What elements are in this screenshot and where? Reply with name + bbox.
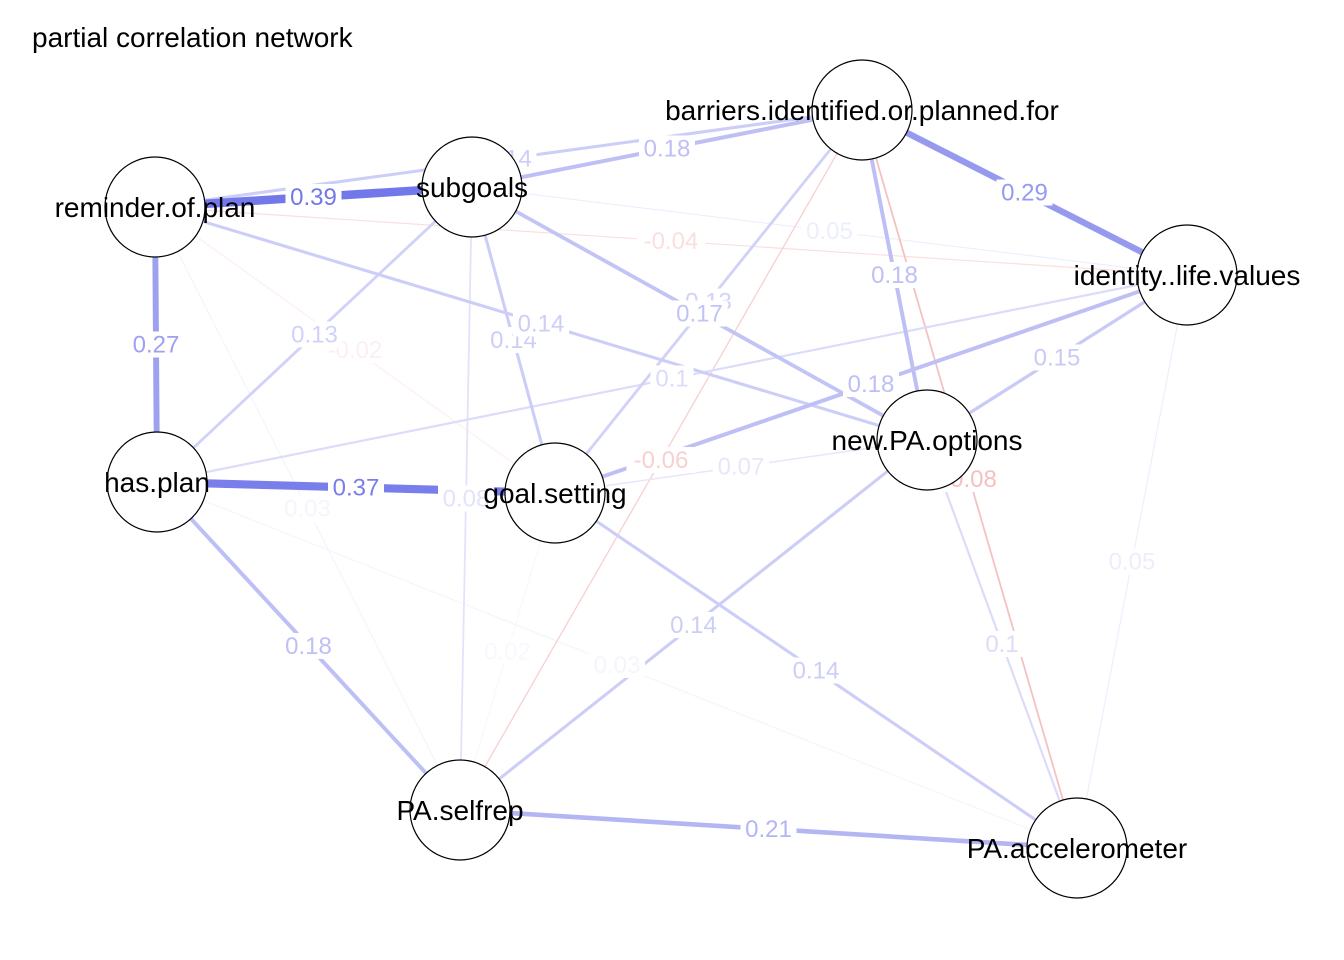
node-label-barriers: barriers.identified.or.planned.for xyxy=(665,95,1059,126)
edge-label-barriers-selfrep: -0.06 xyxy=(634,447,689,474)
node-label-identity: identity..life.values xyxy=(1074,260,1301,291)
node-selfrep xyxy=(409,759,511,861)
edge-label-identity-goal: 0.18 xyxy=(848,371,895,398)
node-label-subgoals: subgoals xyxy=(416,172,528,203)
edge-label-bg-reminder-newpa xyxy=(513,310,569,337)
edge-label-goal-newpa: 0.07 xyxy=(718,454,765,481)
node-label-hasplan: has.plan xyxy=(104,467,210,498)
edge-label-bg-hasplan-accel xyxy=(589,652,645,678)
edge-label-bg-subgoals-hasplan xyxy=(286,321,343,348)
edge-label-bg-barriers-selfrep xyxy=(626,447,696,473)
node-label-newpa: new.PA.options xyxy=(832,425,1023,456)
edge-label-bg-identity-accel xyxy=(1104,548,1160,575)
edge-label-reminder-hasplan: 0.27 xyxy=(133,332,180,359)
edge-label-bg-hasplan-selfrep xyxy=(280,633,337,659)
node-goal xyxy=(504,442,606,544)
edge-label-selfrep-accel: 0.21 xyxy=(745,816,792,843)
edge-label-identity-newpa: 0.15 xyxy=(1034,345,1081,372)
node-label-reminder: reminder.of.plan xyxy=(55,192,256,223)
node-accel xyxy=(1026,797,1128,899)
edge-label-bg-barriers-identity xyxy=(996,179,1053,206)
edge-label-bg-subgoals-identity xyxy=(801,218,858,244)
node-label-selfrep: PA.selfrep xyxy=(396,795,523,826)
edge-label-subgoals-hasplan: 0.13 xyxy=(291,322,338,349)
edge-label-bg-goal-accel xyxy=(788,657,844,684)
edge-label-bg-reminder-hasplan xyxy=(128,331,184,358)
edge-label-reminder-identity: -0.04 xyxy=(644,228,699,255)
edge-label-reminder-subgoals: 0.39 xyxy=(290,184,337,211)
node-subgoals xyxy=(421,136,523,238)
edge-label-hasplan-goal: 0.37 xyxy=(333,475,380,502)
edge-labels-layer: 0.02-0.020.030.03-0.03-0.040.050.05-0.06… xyxy=(128,135,1160,843)
edge-label-bg-newpa-accel xyxy=(980,631,1024,657)
edge-label-bg-identity-goal xyxy=(843,371,899,397)
node-reminder xyxy=(104,156,206,258)
edge-label-bg-selfrep-accel xyxy=(740,816,797,842)
edge-label-bg-subgoals-selfrep xyxy=(438,485,494,512)
edge-label-bg-subgoals-barriers xyxy=(639,135,695,162)
edge-label-hasplan-identity: 0.1 xyxy=(655,366,688,393)
edge-label-bg-reminder-selfrep xyxy=(279,495,336,522)
edge-label-subgoals-identity: 0.05 xyxy=(806,218,853,245)
edge-label-newpa-selfrep: 0.14 xyxy=(670,612,717,639)
node-label-accel: PA.accelerometer xyxy=(967,833,1187,864)
edge-label-reminder-newpa: 0.14 xyxy=(518,311,565,338)
edge-label-subgoals-barriers: 0.18 xyxy=(644,136,691,163)
edge-label-goal-selfrep: 0.02 xyxy=(484,639,531,666)
edge-label-reminder-selfrep: 0.03 xyxy=(284,496,331,523)
edge-label-bg-reminder-identity xyxy=(636,228,706,254)
edge-label-goal-accel: 0.14 xyxy=(793,658,840,685)
edge-label-newpa-accel: 0.1 xyxy=(985,631,1018,658)
edge-label-bg-newpa-selfrep xyxy=(665,612,722,638)
node-hasplan xyxy=(106,431,208,533)
edge-label-hasplan-selfrep: 0.18 xyxy=(285,633,332,660)
edge-label-bg-subgoals-newpa xyxy=(671,300,728,327)
edge-label-identity-accel: 0.05 xyxy=(1109,549,1156,576)
edges-layer xyxy=(152,107,1189,851)
node-identity xyxy=(1136,224,1238,326)
node-barriers xyxy=(811,59,913,161)
nodes-layer: reminder.of.plan subgoals barriers.identif… xyxy=(55,59,1301,899)
node-label-goal: goal.setting xyxy=(483,478,626,509)
edge-label-bg-barriers-newpa xyxy=(866,262,923,288)
edge-label-bg-goal-newpa xyxy=(713,453,769,480)
edge-label-subgoals-newpa: 0.17 xyxy=(676,301,723,328)
edge-label-barriers-newpa: 0.18 xyxy=(871,262,918,289)
edge-label-bg-identity-newpa xyxy=(1029,344,1085,371)
edge-label-hasplan-accel: 0.03 xyxy=(594,652,641,679)
edge-label-bg-reminder-subgoals xyxy=(285,184,342,210)
edge-label-bg-hasplan-goal xyxy=(328,474,384,501)
edge-label-barriers-identity: 0.29 xyxy=(1001,180,1048,207)
edge-label-subgoals-selfrep: 0.08 xyxy=(443,486,490,513)
edge-label-bg-goal-selfrep xyxy=(479,638,536,665)
edge-label-bg-hasplan-identity xyxy=(650,365,694,392)
node-newpa xyxy=(876,389,978,491)
graph-title: partial correlation network xyxy=(32,22,354,53)
